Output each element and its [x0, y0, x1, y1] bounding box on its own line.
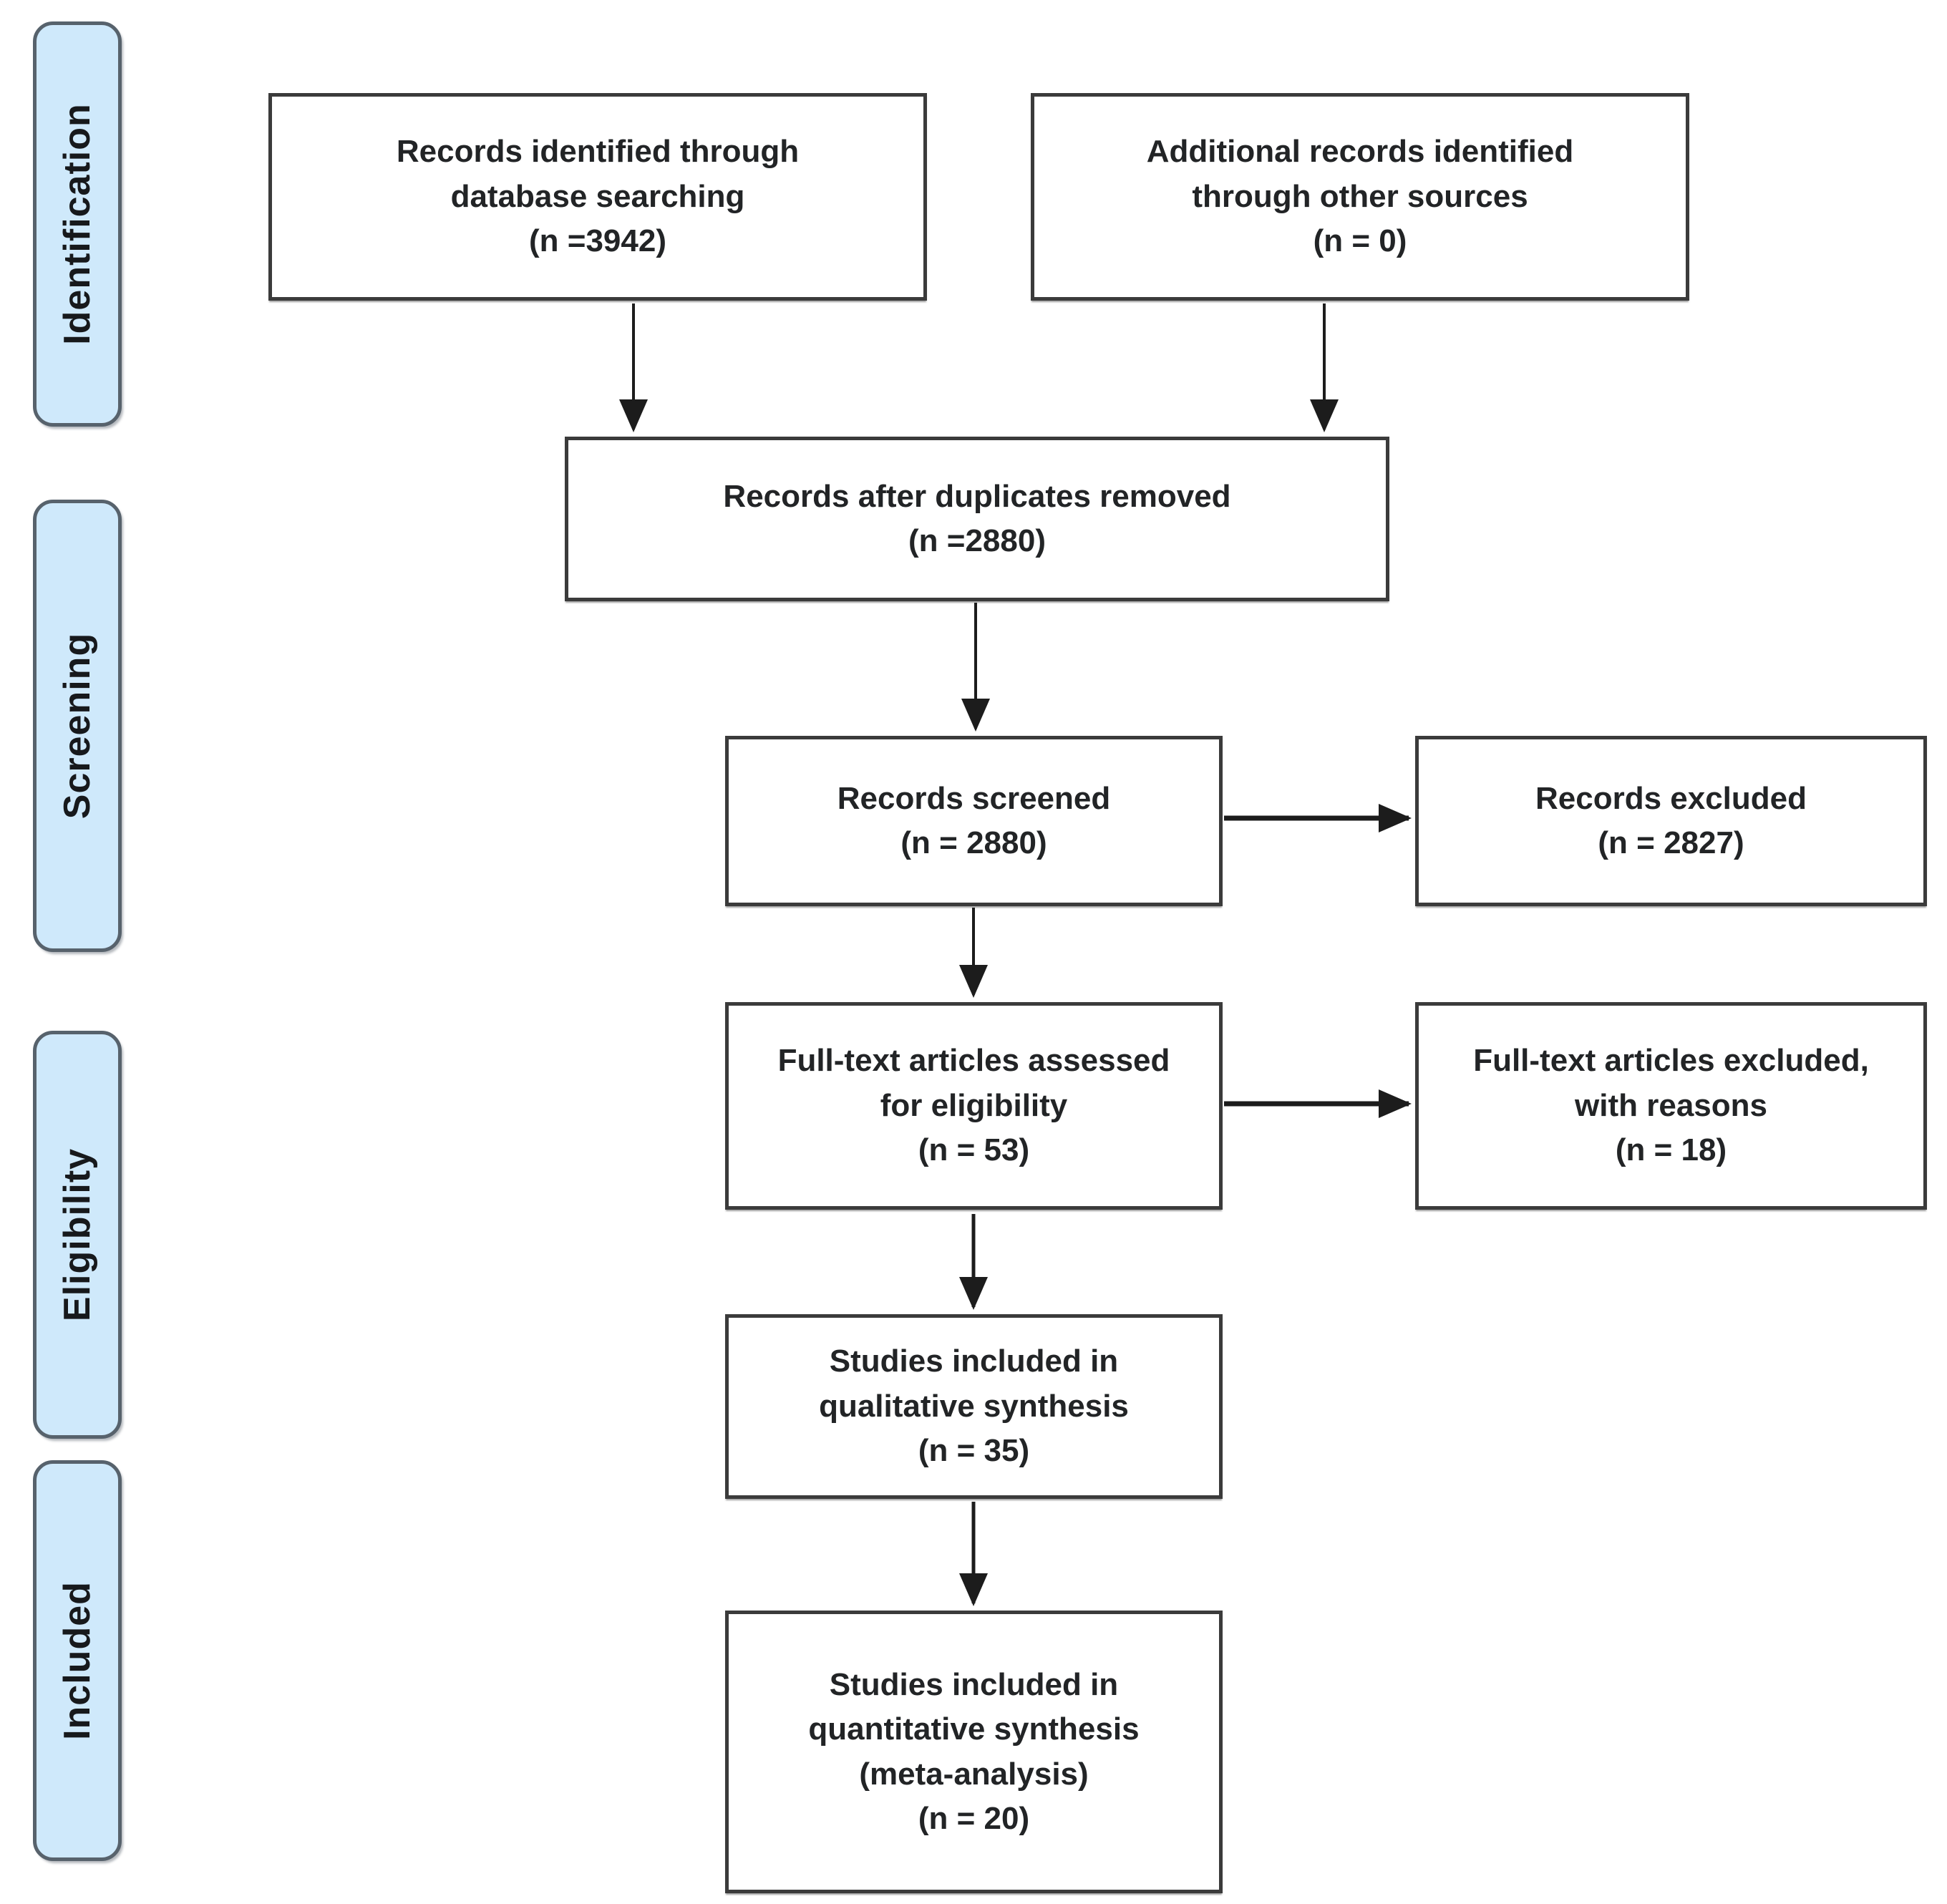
box-fulltext-assessed: Full-text articles assessed for eligibil… [725, 1002, 1223, 1210]
stage-eligibility: Eligibility [33, 1031, 122, 1439]
box-fulltext-excluded: Full-text articles excluded, with reason… [1415, 1002, 1927, 1210]
stage-identification-label: Identification [57, 103, 98, 345]
box-records-screened: Records screened (n = 2880) [725, 736, 1223, 906]
stage-included: Included [33, 1460, 122, 1861]
stage-identification: Identification [33, 21, 122, 427]
stage-screening-label: Screening [57, 632, 99, 820]
box-qualitative: Studies included in qualitative synthesi… [725, 1314, 1223, 1499]
box-after-duplicates: Records after duplicates removed (n =288… [565, 437, 1389, 601]
box-quantitative: Studies included in quantitative synthes… [725, 1611, 1223, 1893]
stage-screening: Screening [33, 500, 122, 952]
stage-included-label: Included [57, 1581, 99, 1740]
box-records-identified: Records identified through database sear… [268, 93, 927, 301]
stage-eligibility-label: Eligibility [57, 1147, 99, 1322]
box-additional-records: Additional records identified through ot… [1031, 93, 1689, 301]
box-records-excluded: Records excluded (n = 2827) [1415, 736, 1927, 906]
